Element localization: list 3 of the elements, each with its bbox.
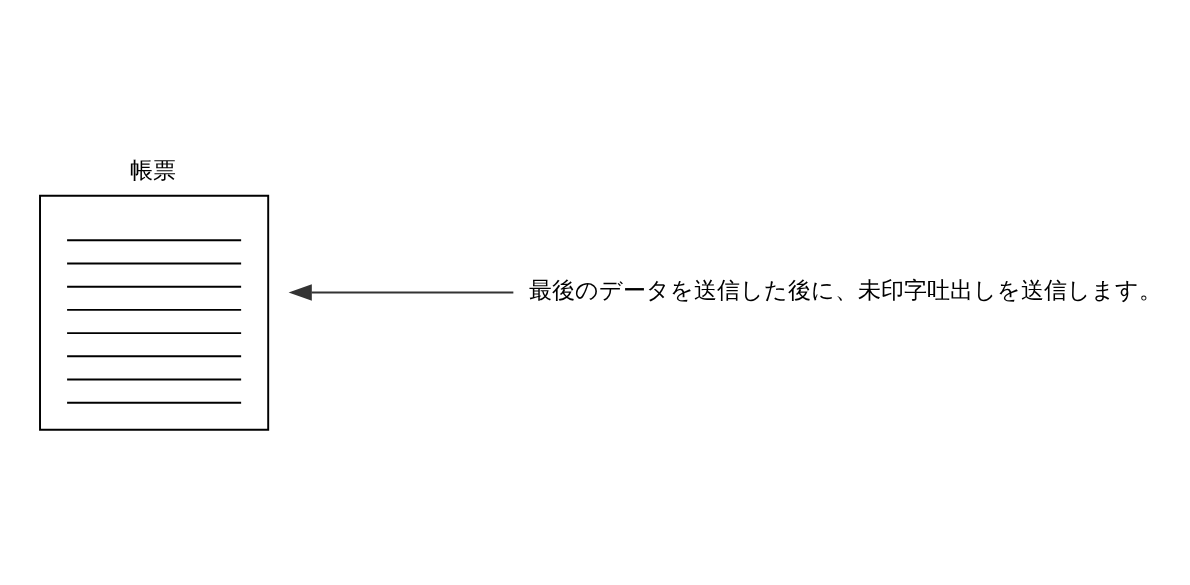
node-text: 最後のデータを送信した後に、未印字吐出しを送信します。 <box>529 276 1163 304</box>
arrow <box>288 284 515 301</box>
node-label: 帳票 <box>129 155 176 183</box>
